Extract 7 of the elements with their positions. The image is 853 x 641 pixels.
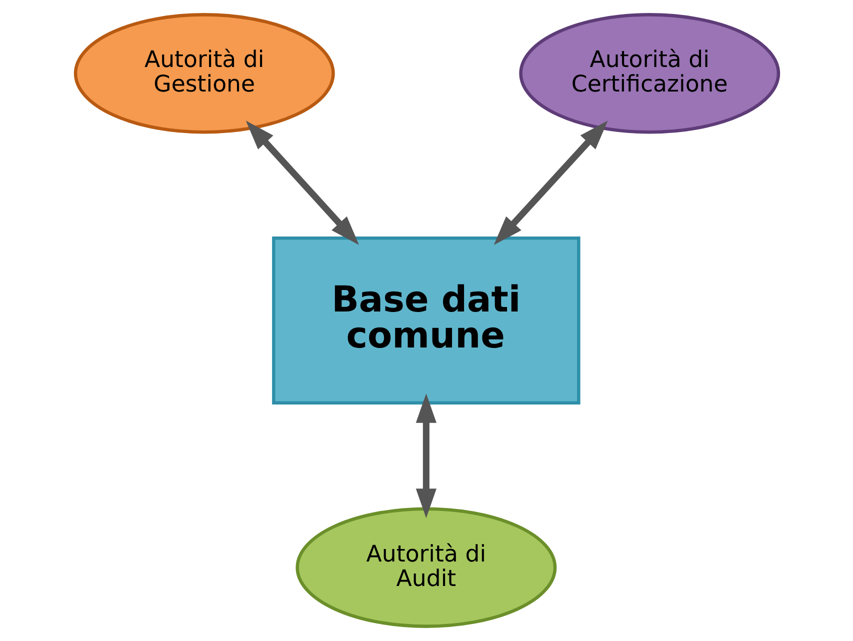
node-ellipse: Autorità di Certificazione bbox=[518, 13, 780, 134]
node-ellipse: Autorità di Audit bbox=[295, 507, 556, 628]
node-box: Base dati comune bbox=[272, 236, 580, 404]
node-ellipse: Autorità di Gestione bbox=[73, 13, 334, 134]
arrow bbox=[245, 120, 359, 246]
arrow bbox=[415, 393, 436, 518]
arrow bbox=[493, 120, 608, 246]
